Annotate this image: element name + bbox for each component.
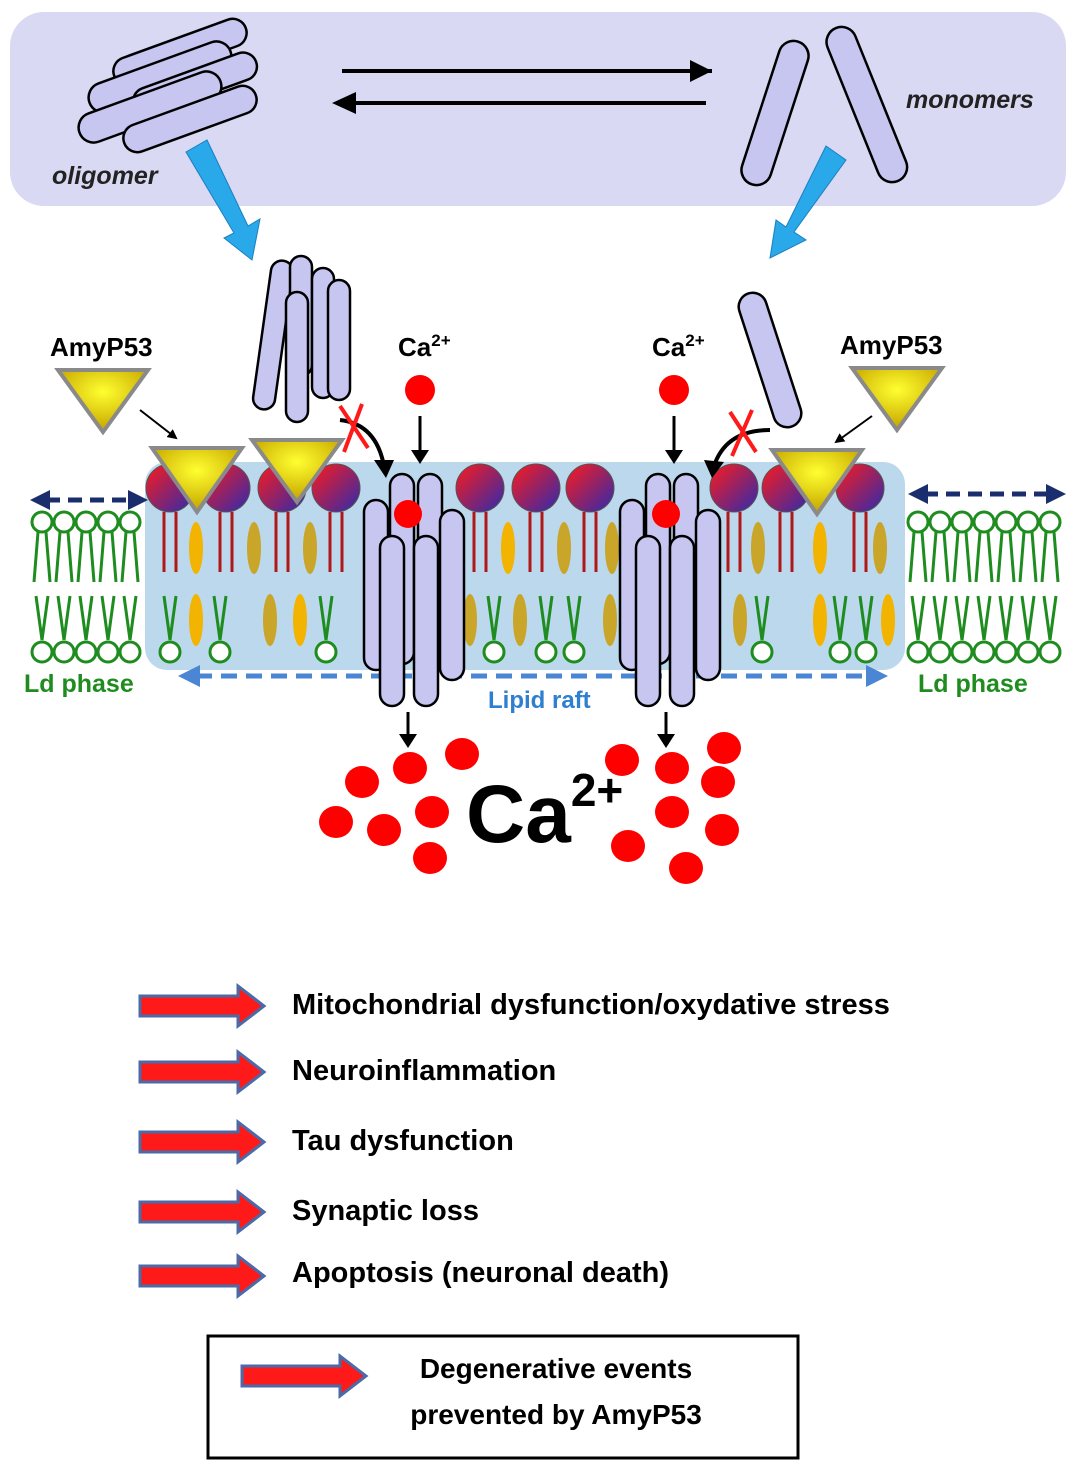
oligomer-insertion-arrow [185,139,261,261]
amyp53-free-left-icon [54,368,152,436]
calcium-channel-left [362,472,466,708]
event-arrow-4 [138,1188,267,1236]
amyp53-free-right-icon [848,366,946,434]
event-label-1: Mitochondrial dysfunction/oxydative stre… [292,989,890,1021]
inner-leaflet-lipids [158,595,878,664]
blocked-mark-right [728,409,758,457]
inserting-monomer [737,291,803,429]
event-label-5: Apoptosis (neuronal death) [292,1257,669,1289]
event-arrow-5 [138,1252,267,1300]
amyp53-left-label: AmyP53 [50,332,153,362]
ld-phase-lipids-left [30,510,142,664]
curved-arrow-left [339,418,386,467]
ld-phase-lipids-right [906,510,1062,664]
ld-phase-left-label: Ld phase [24,670,134,698]
monomers-icon [740,25,909,187]
inserting-oligomer [251,254,352,424]
calcium-influx-label: Ca2+ [466,764,623,860]
event-label-3: Tau dysfunction [292,1125,514,1157]
oligomer-icon [77,17,259,154]
amyp53-bound-right-icon [768,448,866,518]
calcium-influx-ions [319,732,741,884]
legend-line-1: Degenerative events [420,1353,692,1384]
raft-lipid-tails [162,512,868,572]
calcium-ion-right [659,375,689,405]
oligomer-label: oligomer [52,162,159,190]
legend-box [206,1334,800,1460]
event-arrow-3 [138,1118,267,1166]
event-arrow-1 [138,982,267,1030]
lipid-raft-label: Lipid raft [488,687,591,714]
event-label-2: Neuroinflammation [292,1055,556,1087]
amyp53-bound-left-icon [148,438,346,516]
legend-arrow [240,1352,369,1400]
amyp53-right-label: AmyP53 [840,330,943,360]
blocked-mark-left [338,403,370,453]
monomers-label: monomers [906,86,1034,114]
event-label-4: Synaptic loss [292,1195,479,1227]
curved-arrow-right [712,428,771,467]
legend-line-2: prevented by AmyP53 [410,1399,702,1430]
monomer-insertion-arrow [769,145,847,259]
event-arrow-2 [138,1048,267,1096]
ld-phase-right-label: Ld phase [918,670,1028,698]
ca-left-label: Ca2+ [398,331,451,362]
ca-right-label: Ca2+ [652,331,705,362]
calcium-ion-left [405,375,435,405]
